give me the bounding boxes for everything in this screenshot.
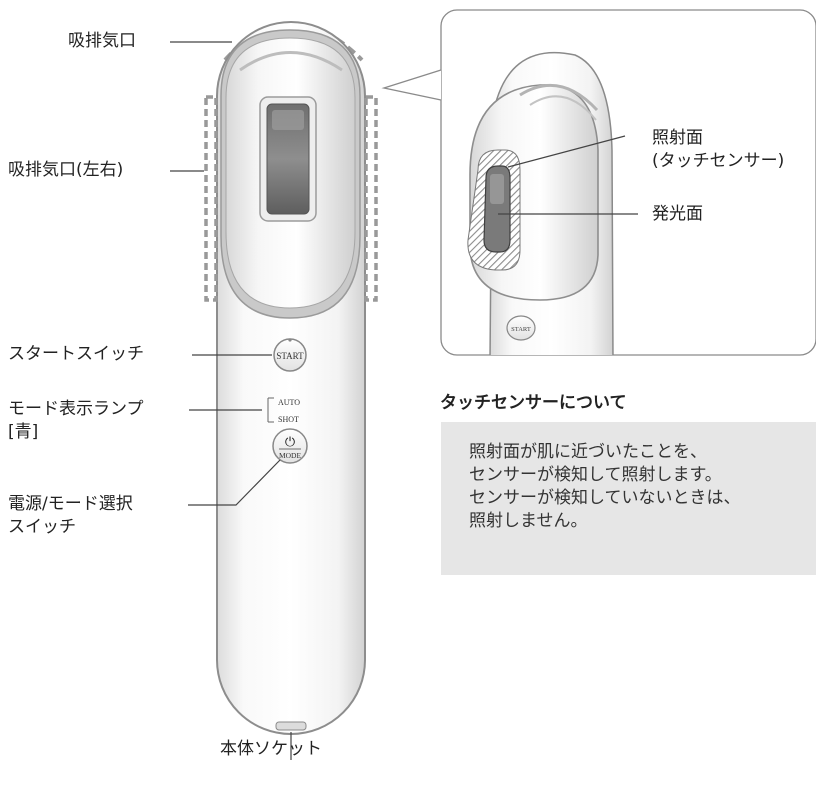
label-side-vent: 吸排気口(左右) [8,160,124,180]
label-socket: 本体ソケット [220,739,322,759]
detail-start-button [506,315,536,341]
irradiation-window [266,103,310,215]
mode-button [272,428,308,464]
mode-shot-indicator: SHOT [278,415,299,424]
label-power-mode-switch: 電源/モード選択 スイッチ [8,494,133,537]
power-icon: ⏻ [285,435,295,450]
detail-inset: START [381,9,816,356]
start-button-label: START [276,351,304,361]
note-box: 照射面が肌に近づいたことを、 センサーが検知して照射します。 センサーが検知して… [441,422,816,575]
detail-start-label: START [511,326,531,333]
side-vent-right-marker [364,95,378,302]
mode-button-label: MODE [279,451,302,460]
mode-auto-indicator: AUTO [278,398,300,407]
note-body: 照射面が肌に近づいたことを、 センサーが検知して照射します。 センサーが検知して… [469,442,741,531]
label-light-surface: 発光面 [652,204,703,224]
main-callout-lines [170,41,292,760]
label-mode-lamp: モード表示ランプ [青] [8,399,144,442]
label-irradiation-surface: 照射面 (タッチセンサー) [652,128,785,171]
note-title: タッチセンサーについて [440,393,627,413]
label-start-switch: スタートスイッチ [8,344,144,364]
device-main: START AUTO SHOT ⏻ MODE [204,21,378,735]
label-top-vent: 吸排気口 [68,31,136,51]
socket [275,721,307,731]
side-vent-left-marker [204,95,218,302]
